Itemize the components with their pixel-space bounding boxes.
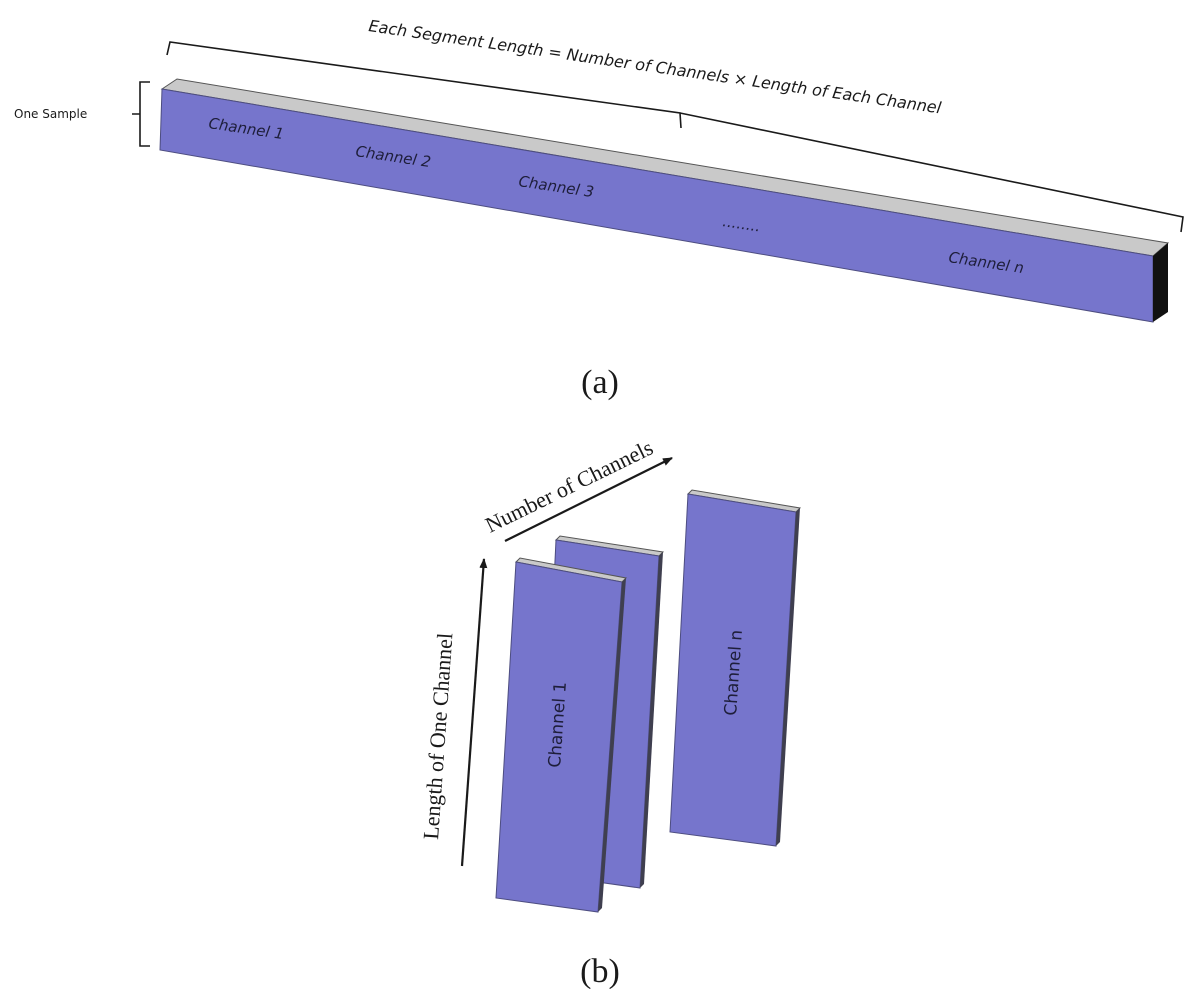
segment-brace — [166, 41, 1184, 233]
one-sample-label: One Sample — [14, 107, 87, 121]
bar-ellipsis: ........ — [721, 212, 761, 235]
length-of-one-channel-arrow — [460, 558, 488, 867]
panel-b: Number of Channels Length of One Channel… — [418, 435, 802, 989]
one-sample-brace — [132, 81, 150, 147]
number-of-channels-label: Number of Channels — [481, 435, 657, 538]
length-of-one-channel-label: Length of One Channel — [418, 632, 457, 840]
back-plate-side — [640, 552, 663, 888]
right-plate-side — [776, 508, 800, 846]
number-of-channels-arrow — [504, 457, 673, 542]
panel-a: Each Segment Length = Number of Channels… — [14, 16, 1184, 401]
panel-b-caption: (b) — [580, 953, 620, 989]
panel-a-caption: (a) — [581, 364, 619, 401]
front-plate-side — [598, 578, 626, 912]
segment-length-label: Each Segment Length = Number of Channels… — [367, 16, 943, 117]
bar-end-face — [1153, 243, 1168, 322]
bar-front-face — [159, 88, 1154, 323]
